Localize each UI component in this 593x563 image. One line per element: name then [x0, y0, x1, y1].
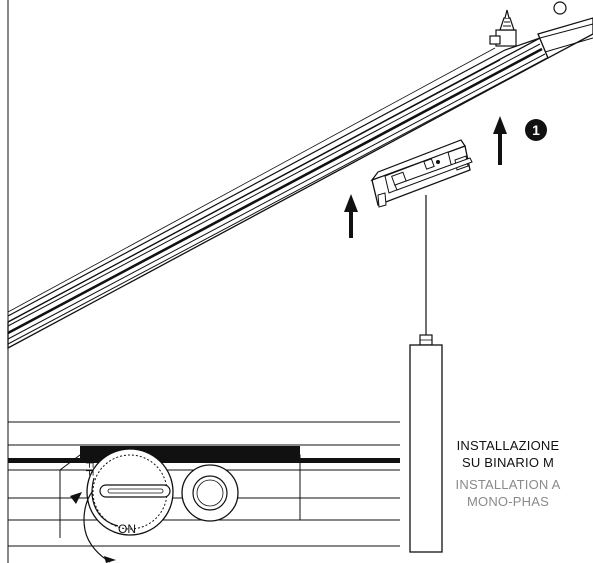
arrow-up-left: [344, 194, 358, 238]
caption-english-line1: INSTALLATION A: [455, 477, 561, 492]
switch-on-label: ON: [118, 522, 136, 536]
pendant-lamp: [409, 334, 443, 553]
caption-english-line2: MONO-PHAS: [467, 494, 549, 509]
track-rail: [7, 17, 593, 350]
rotation-arrows: [70, 477, 119, 563]
track-adapter: [370, 139, 473, 208]
switch-off-label: OFF: [83, 452, 95, 477]
round-button: [181, 464, 239, 522]
rotary-switch: [86, 448, 174, 536]
feed-connector: [489, 1, 567, 47]
caption-italian-line2: SU BINARIO M: [462, 455, 554, 470]
arrow-up-right: [493, 116, 507, 165]
caption-italian-line1: INSTALLAZIONE: [456, 438, 560, 453]
step-number-badge: 1: [525, 119, 547, 141]
